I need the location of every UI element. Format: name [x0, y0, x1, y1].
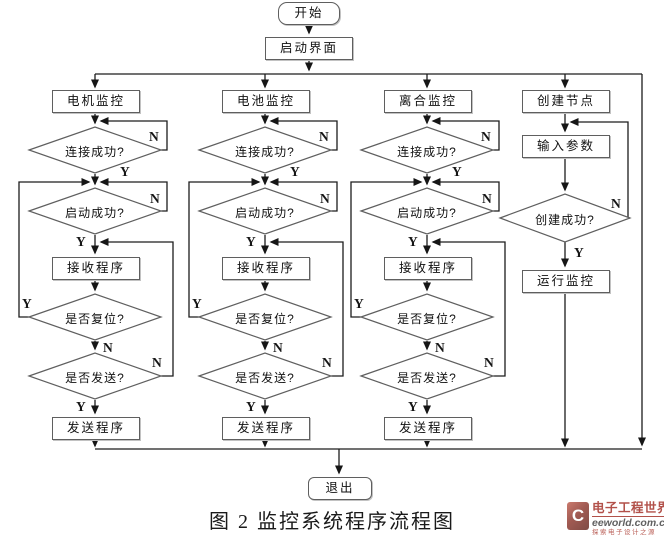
eeworld-logo-icon: C: [567, 502, 589, 530]
eeworld-watermark: C 电子工程世界 eeworld.com.cn 探索电子设计之源: [567, 502, 664, 537]
yes-label: Y: [408, 234, 418, 249]
yes-label: Y: [192, 296, 202, 311]
input-params-node: 输入参数: [522, 135, 610, 158]
clutch-send-decision: 是否发送?: [397, 371, 457, 385]
no-label: N: [150, 191, 160, 206]
clutch-monitor-node: 离合监控: [384, 90, 472, 113]
yes-label: Y: [246, 234, 256, 249]
yes-label: Y: [22, 296, 32, 311]
no-label: N: [320, 191, 330, 206]
no-label: N: [103, 340, 113, 355]
no-label: N: [149, 129, 159, 144]
battery-send-decision: 是否发送?: [235, 371, 295, 385]
figure-caption: 图 2 监控系统程序流程图: [209, 511, 455, 533]
yes-label: Y: [76, 234, 86, 249]
eeworld-brand: 电子工程世界: [592, 502, 664, 517]
yes-label: Y: [354, 296, 364, 311]
start-node: 开始: [278, 2, 340, 25]
battery-receive-node: 接收程序: [222, 257, 310, 280]
yes-label: Y: [120, 164, 130, 179]
create-node-node: 创建节点: [522, 90, 610, 113]
no-label: N: [435, 340, 445, 355]
yes-label: Y: [76, 399, 86, 414]
yes-label: Y: [408, 399, 418, 414]
motor-connect-decision: 连接成功?: [65, 145, 125, 159]
battery-send-node: 发送程序: [222, 417, 310, 440]
motor-monitor-node: 电机监控: [52, 90, 140, 113]
clutch-send-node: 发送程序: [384, 417, 472, 440]
motor-send-node: 发送程序: [52, 417, 140, 440]
clutch-receive-node: 接收程序: [384, 257, 472, 280]
exit-node: 退出: [308, 477, 372, 500]
battery-connect-decision: 连接成功?: [235, 145, 295, 159]
no-label: N: [484, 355, 494, 370]
clutch-boot-decision: 启动成功?: [397, 206, 457, 220]
yes-label: Y: [246, 399, 256, 414]
create-success-decision: 创建成功?: [535, 213, 595, 227]
motor-reset-decision: 是否复位?: [65, 312, 125, 326]
run-monitor-node: 运行监控: [522, 270, 610, 293]
motor-boot-decision: 启动成功?: [65, 206, 125, 220]
battery-boot-decision: 启动成功?: [235, 206, 295, 220]
launch-ui-node: 启动界面: [265, 37, 353, 60]
no-label: N: [481, 129, 491, 144]
yes-label: Y: [452, 164, 462, 179]
motor-receive-node: 接收程序: [52, 257, 140, 280]
clutch-reset-decision: 是否复位?: [397, 312, 457, 326]
battery-monitor-node: 电池监控: [222, 90, 310, 113]
no-label: N: [319, 129, 329, 144]
no-label: N: [611, 196, 621, 211]
eeworld-watermark-text: 电子工程世界 eeworld.com.cn 探索电子设计之源: [592, 502, 664, 537]
clutch-connect-decision: 连接成功?: [397, 145, 457, 159]
battery-reset-decision: 是否复位?: [235, 312, 295, 326]
yes-label: Y: [574, 245, 584, 260]
motor-send-decision: 是否发送?: [65, 371, 125, 385]
no-label: N: [273, 340, 283, 355]
no-label: N: [322, 355, 332, 370]
yes-label: Y: [290, 164, 300, 179]
no-label: N: [152, 355, 162, 370]
eeworld-site: eeworld.com.cn: [592, 516, 664, 529]
eeworld-tagline: 探索电子设计之源: [592, 529, 656, 536]
no-label: N: [482, 191, 492, 206]
